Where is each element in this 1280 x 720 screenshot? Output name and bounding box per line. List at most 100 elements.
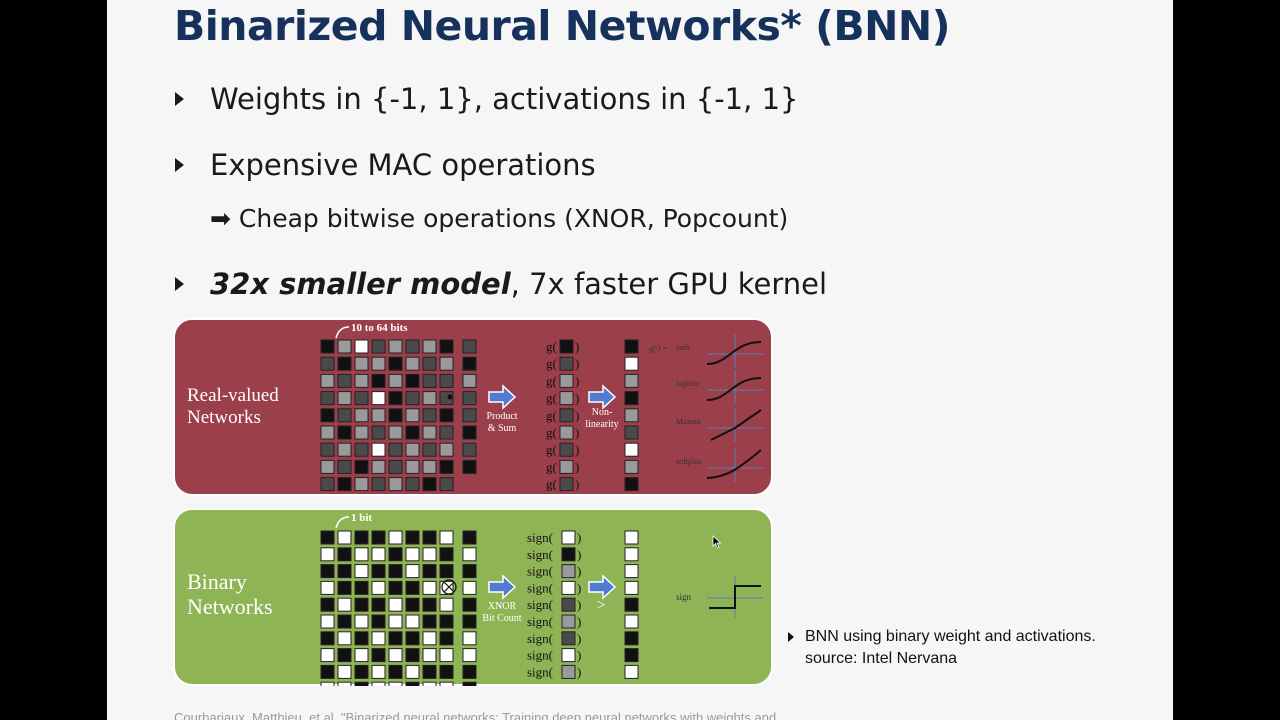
activation-cell [462, 564, 477, 579]
activation-curve [706, 377, 762, 401]
weight-cell [371, 442, 386, 457]
weight-cell [337, 356, 352, 371]
function-input-cell [561, 597, 576, 612]
weight-cell [405, 648, 420, 663]
function-close: ) [577, 664, 581, 679]
activation-cell [462, 631, 477, 646]
weight-cell [439, 408, 454, 423]
weight-cell [371, 681, 386, 686]
weight-cell [439, 664, 454, 679]
weight-cell [337, 391, 352, 406]
output-cell [624, 442, 639, 457]
weight-cell [405, 459, 420, 474]
weight-cell [439, 339, 454, 354]
weight-cell [320, 681, 335, 686]
sub-bullet-bitwise: ➡ Cheap bitwise operations (XNOR, Popcou… [210, 204, 788, 233]
weight-cell [439, 547, 454, 562]
weight-cell [320, 459, 335, 474]
slide-title: Binarized Neural Networks* (BNN) [174, 2, 950, 50]
function-close: ) [575, 459, 579, 474]
weight-cell [371, 408, 386, 423]
output-cell [624, 408, 639, 423]
function-input-cell [559, 391, 574, 406]
function-close: ) [575, 425, 579, 440]
function-label: g( [546, 339, 557, 354]
weight-cell [320, 373, 335, 388]
function-label: sign( [527, 564, 553, 579]
output-cell [624, 648, 639, 663]
caption-source: source: Intel Nervana [805, 650, 958, 667]
weight-cell [337, 425, 352, 440]
bullet-marker-icon [175, 277, 184, 291]
function-close: ) [577, 597, 581, 612]
function-label: g( [546, 459, 557, 474]
weight-cell [405, 597, 420, 612]
function-label: g( [546, 391, 557, 406]
bullet-model-size: 32x smaller model, 7x faster GPU kernel [175, 267, 827, 301]
weight-cell [439, 597, 454, 612]
function-label: g( [546, 477, 557, 492]
weight-cell [405, 339, 420, 354]
function-label: sign( [527, 530, 553, 545]
weight-cell [337, 580, 352, 595]
weight-cell [422, 477, 437, 492]
weight-cell [354, 477, 369, 492]
activation-name: logistic [676, 379, 700, 388]
function-input-cell [561, 547, 576, 562]
weight-cell [320, 580, 335, 595]
weight-cell [354, 391, 369, 406]
weight-cell [422, 664, 437, 679]
function-input-cell [561, 648, 576, 663]
activation-name: tanh [676, 343, 690, 352]
weight-cell [405, 614, 420, 629]
activation-curve [706, 449, 762, 479]
nonlinearity-label: Non- [592, 407, 613, 418]
function-close: ) [575, 373, 579, 388]
function-close: ) [577, 547, 581, 562]
function-input-cell [559, 425, 574, 440]
function-label: sign( [527, 614, 553, 629]
weight-cell [388, 614, 403, 629]
nonlinearity-label: linearity [585, 419, 618, 430]
weight-cell [337, 442, 352, 457]
function-label: g( [546, 408, 557, 423]
weight-cell [354, 614, 369, 629]
weight-cell [405, 425, 420, 440]
weight-cell [320, 356, 335, 371]
weight-cell [388, 339, 403, 354]
weight-cell [320, 664, 335, 679]
activation-cell [462, 408, 477, 423]
weight-cell [371, 530, 386, 545]
weight-cell [388, 459, 403, 474]
weight-cell [405, 530, 420, 545]
weight-cell [388, 373, 403, 388]
bullet-marker-icon [175, 92, 184, 106]
threshold-symbol: > [596, 597, 605, 614]
function-input-cell [559, 459, 574, 474]
weight-cell [371, 580, 386, 595]
activation-cell [462, 681, 477, 686]
function-label: sign( [527, 597, 553, 612]
weight-cell [405, 580, 420, 595]
weight-cell [388, 580, 403, 595]
weight-cell [337, 547, 352, 562]
output-cell [624, 597, 639, 612]
activation-cell [462, 373, 477, 388]
weight-cell [320, 547, 335, 562]
activation-cell [462, 442, 477, 457]
weight-cell [320, 564, 335, 579]
weight-cell [354, 564, 369, 579]
weight-cell [371, 459, 386, 474]
weight-cell [371, 356, 386, 371]
weight-cell [337, 408, 352, 423]
function-input-cell [561, 564, 576, 579]
activation-curve [706, 341, 762, 365]
weight-cell [422, 580, 437, 595]
weight-cell [388, 530, 403, 545]
figure-caption: BNN using binary weight and activations.… [788, 626, 1096, 670]
weight-cell [422, 339, 437, 354]
weight-cell [405, 442, 420, 457]
weight-cell [354, 442, 369, 457]
bullet-mac: Expensive MAC operations [175, 148, 596, 182]
